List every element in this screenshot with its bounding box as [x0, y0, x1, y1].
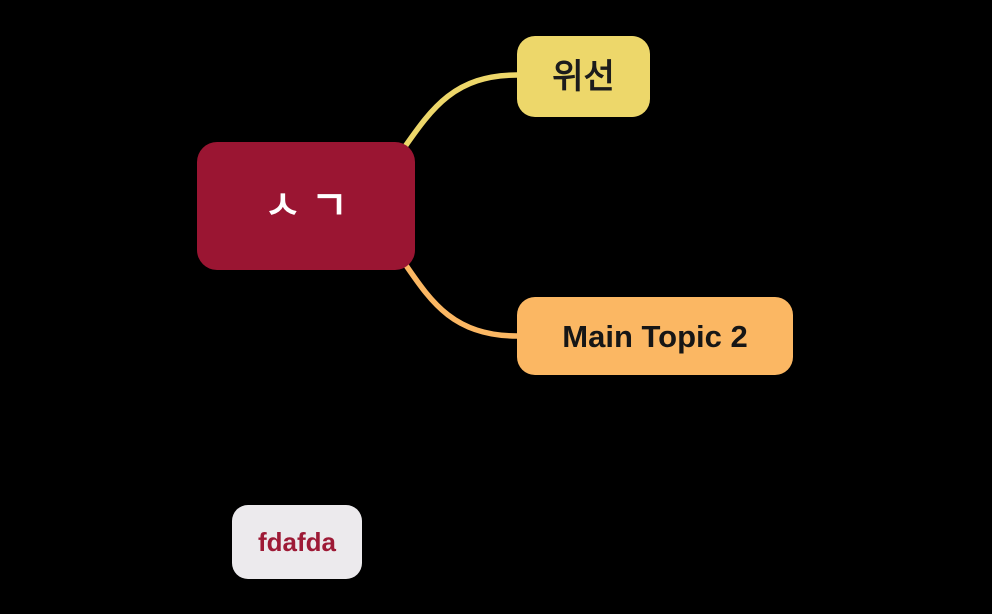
- main-topic-2-label: Main Topic 2: [562, 318, 748, 354]
- edge-root-to-topic-2: [400, 258, 520, 339]
- edge-root-to-topic-1: [401, 72, 520, 151]
- root-topic-label: ㅅㄱ: [264, 184, 358, 228]
- main-topic-2-node[interactable]: Main Topic 2: [517, 297, 793, 375]
- floating-topic-node[interactable]: fdafda: [232, 505, 362, 579]
- root-topic-node[interactable]: ㅅㄱ: [197, 142, 415, 270]
- main-topic-1-node[interactable]: 위선: [517, 36, 650, 117]
- main-topic-1-label: 위선: [552, 57, 615, 96]
- floating-topic-label: fdafda: [258, 527, 336, 557]
